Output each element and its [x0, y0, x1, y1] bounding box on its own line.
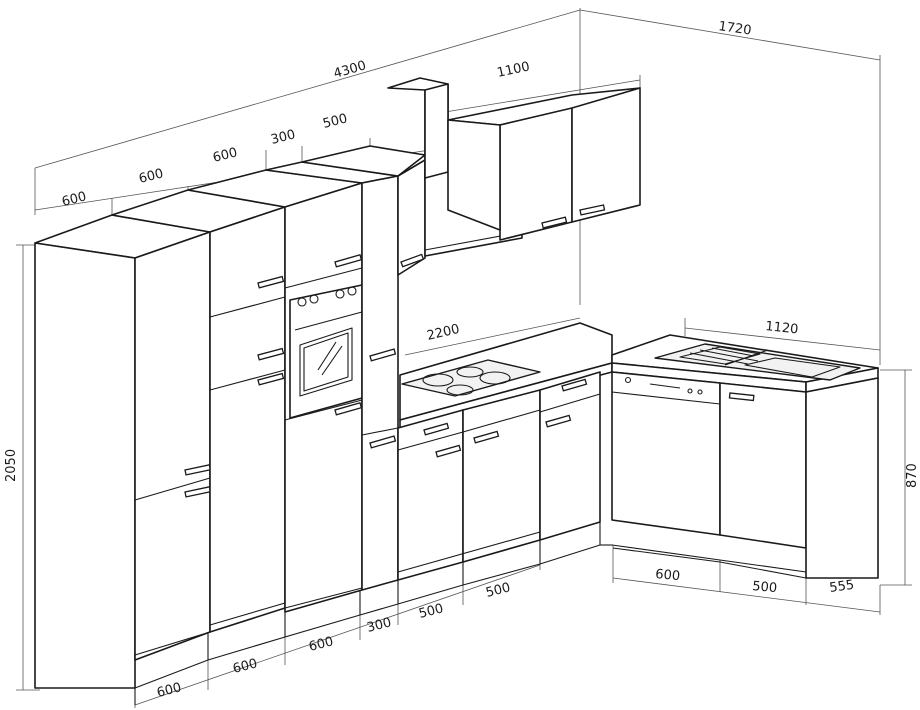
wall-cabinet-left [301, 145, 426, 276]
dimension-labels: 4300 1720 1100 2200 1120 2050 870 555 60… [4, 19, 920, 701]
dim-bottom-1: 600 [155, 680, 183, 701]
dim-sink-unit: 1120 [765, 319, 799, 337]
dim-top-4: 300 [269, 127, 297, 148]
cooktop [401, 359, 541, 397]
dim-bottom-6: 500 [484, 580, 512, 601]
dim-bottom-2: 600 [231, 656, 259, 677]
dishwasher [611, 371, 721, 561]
dim-bottom-5: 500 [417, 601, 445, 622]
dim-top-2: 600 [137, 166, 165, 187]
sink [654, 343, 861, 381]
dim-top-5: 500 [321, 111, 349, 132]
dim-height-total: 2050 [4, 449, 19, 482]
dim-bottom-3: 600 [307, 634, 335, 655]
dim-bottom-4: 300 [365, 615, 393, 636]
wall-cabinets-right [447, 87, 641, 241]
dim-top-3: 600 [211, 145, 239, 166]
oven-tall-cabinet [187, 169, 363, 613]
tall-cabinet-1 [34, 214, 212, 689]
dim-total-width: 4300 [332, 58, 368, 82]
base-cabinets-main [397, 371, 601, 581]
dim-return-2: 500 [752, 579, 778, 596]
dim-depth: 555 [828, 578, 855, 596]
dim-top-1: 600 [60, 189, 88, 210]
sink-base-cabinet [719, 377, 879, 579]
oven [289, 284, 363, 419]
dim-return-width: 1720 [717, 19, 752, 38]
dim-base-height: 870 [905, 463, 920, 488]
dim-worktop: 2200 [426, 322, 462, 344]
plinths [35, 522, 807, 705]
dim-return-1: 600 [655, 567, 681, 584]
dim-wall-cabinets: 1100 [496, 59, 531, 81]
